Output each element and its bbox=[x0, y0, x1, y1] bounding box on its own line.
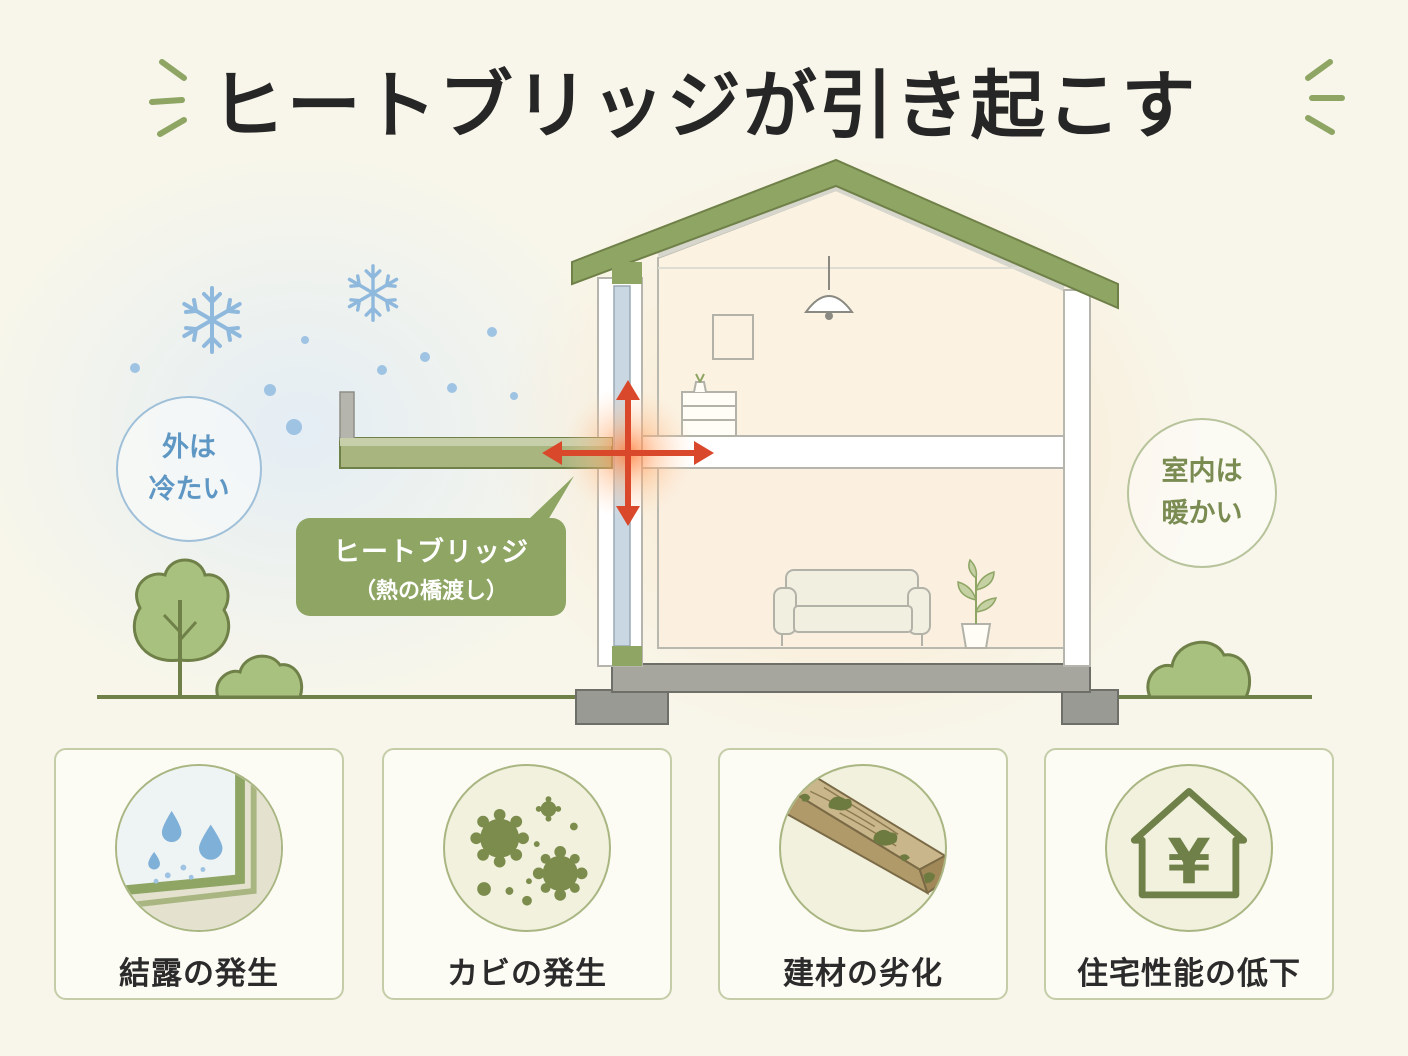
dresser-icon bbox=[681, 373, 737, 437]
outside-cold-bubble: 外は 冷たい bbox=[116, 396, 262, 542]
inside-line-2: 暖かい bbox=[1161, 498, 1243, 529]
effect-card-condensation: 結露の発生 bbox=[54, 748, 344, 1000]
svg-text:¥: ¥ bbox=[1167, 825, 1210, 898]
inside-line-1: 室内は bbox=[1161, 456, 1243, 488]
condensation-window-icon bbox=[115, 764, 283, 932]
effect-card-mold: カビの発生 bbox=[382, 748, 672, 1000]
sofa-icon bbox=[773, 569, 931, 646]
heat-bridge-label: ヒートブリッジ （熱の橋渡し） bbox=[296, 518, 566, 616]
title-decoration-right bbox=[1305, 59, 1345, 135]
inside-warm-bubble: 室内は 暖かい bbox=[1127, 418, 1277, 568]
tree-icon bbox=[132, 558, 231, 697]
house-roof bbox=[571, 158, 1119, 310]
effect-label: 建材の劣化 bbox=[783, 956, 943, 992]
potted-plant-icon bbox=[957, 558, 998, 649]
effect-label: 住宅性能の低下 bbox=[1077, 956, 1301, 992]
heat-bridge-subtitle: （熱の橋渡し） bbox=[353, 578, 508, 604]
effect-card-material-decay: 建材の劣化 bbox=[718, 748, 1008, 1000]
effect-label: カビの発生 bbox=[447, 956, 607, 992]
house-yen-icon: ¥ bbox=[1105, 764, 1273, 932]
bush-icon bbox=[1146, 640, 1252, 699]
heat-bridge-title: ヒートブリッジ bbox=[333, 536, 529, 568]
page-title: ヒートブリッジが引き起こす bbox=[210, 63, 1198, 149]
bush-icon bbox=[215, 654, 304, 699]
rotting-wood-icon bbox=[779, 764, 947, 932]
house-cross-section-illustration bbox=[0, 59, 1345, 740]
outside-line-2: 冷たい bbox=[148, 474, 230, 505]
snow-dots bbox=[130, 327, 518, 435]
effect-label: 結露の発生 bbox=[119, 956, 279, 992]
heat-flow-arrows-icon bbox=[542, 380, 714, 526]
pendant-lamp-icon bbox=[804, 256, 854, 320]
outside-line-1: 外は bbox=[162, 432, 216, 464]
effect-card-performance-decline: ¥ 住宅性能の低下 bbox=[1044, 748, 1334, 1000]
picture-frame-icon bbox=[712, 314, 754, 360]
title-decoration-left bbox=[149, 59, 187, 137]
mold-spores-icon bbox=[443, 764, 611, 932]
